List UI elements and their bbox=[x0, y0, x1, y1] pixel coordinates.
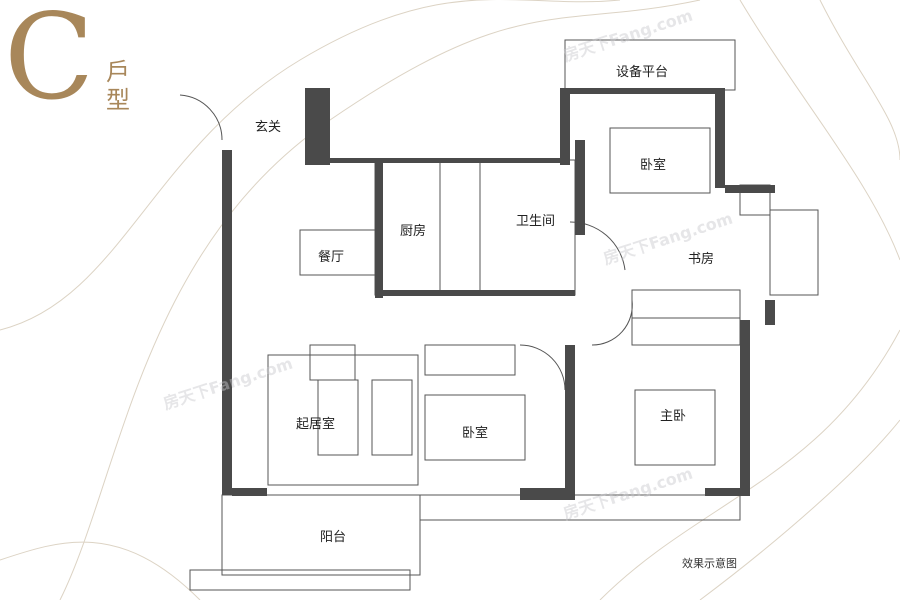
illustration-note: 效果示意图 bbox=[682, 557, 737, 570]
logo-type-text: 戶型 bbox=[106, 58, 130, 114]
room-label-bedroom-north: 卧室 bbox=[640, 158, 667, 173]
room-label-bathroom: 卫生间 bbox=[516, 214, 556, 229]
room-label-kitchen: 厨房 bbox=[400, 224, 427, 239]
room-label-master-bedroom: 主卧 bbox=[660, 409, 687, 424]
room-label-balcony: 阳台 bbox=[320, 530, 347, 545]
room-label-entry: 玄关 bbox=[255, 120, 282, 135]
logo-letter: C bbox=[4, 0, 95, 126]
room-label-living: 起居室 bbox=[296, 417, 336, 432]
room-label-equipment-platform: 设备平台 bbox=[616, 65, 669, 80]
room-label-bedroom-south: 卧室 bbox=[462, 426, 489, 441]
room-label-study: 书房 bbox=[688, 252, 715, 267]
walls bbox=[222, 88, 775, 500]
room-label-dining: 餐厅 bbox=[318, 250, 345, 265]
